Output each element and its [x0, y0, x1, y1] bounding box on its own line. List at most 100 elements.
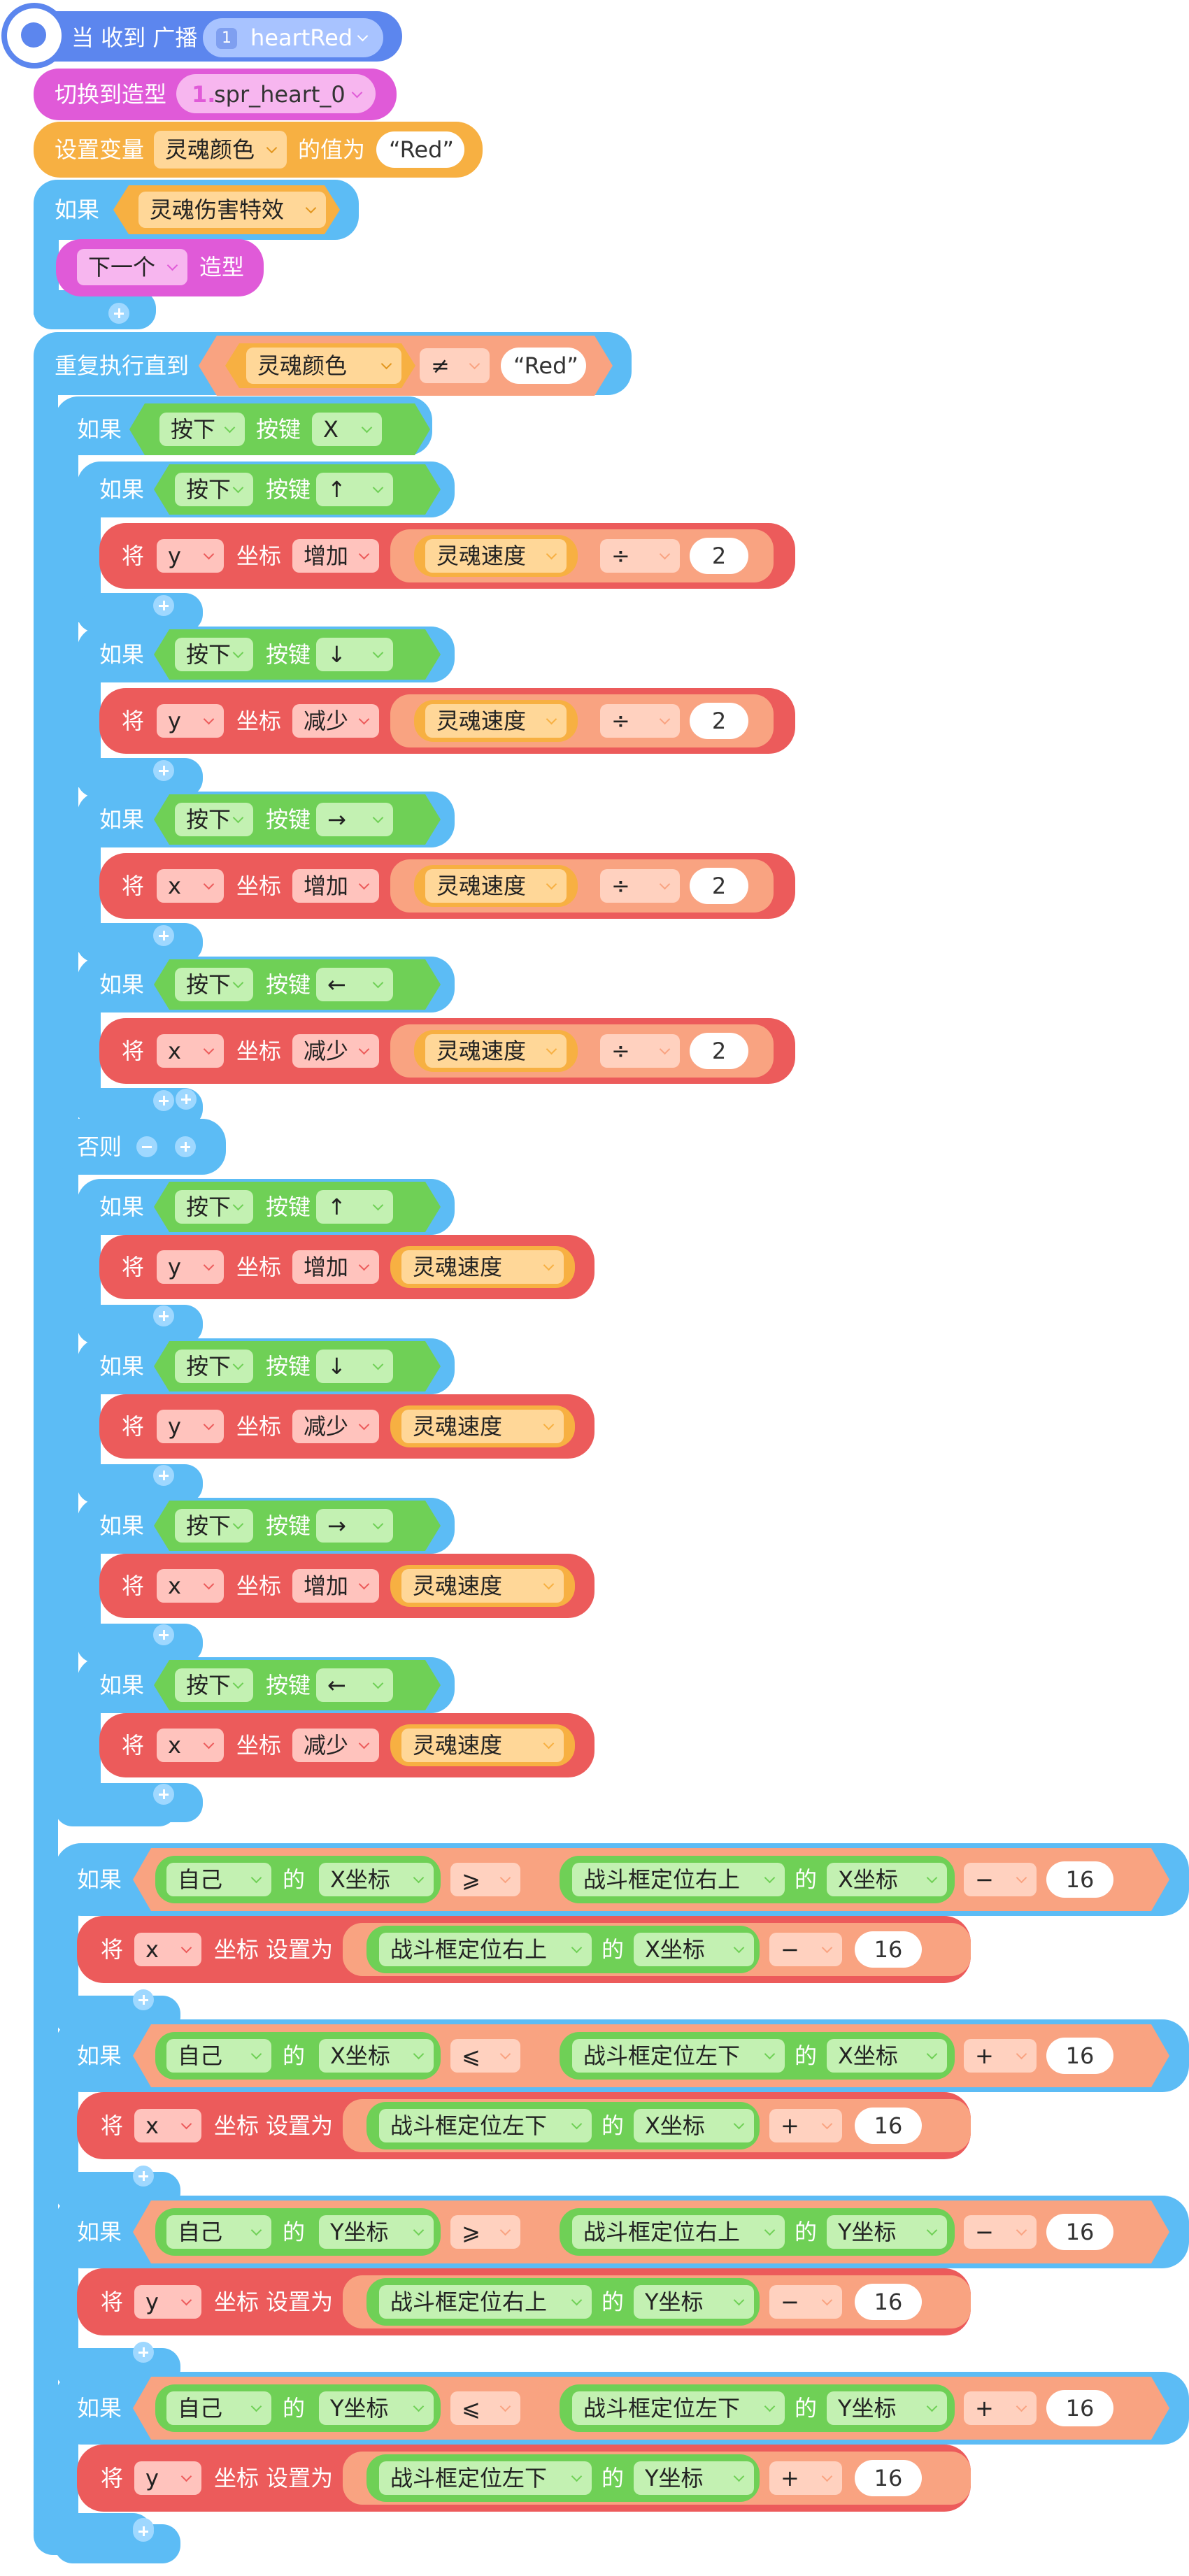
inner-if-1-condition-key-dropdown[interactable] [316, 638, 393, 671]
repeat-variable-dropdown[interactable] [246, 348, 401, 384]
change-coord-0-div-dropdown[interactable] [600, 539, 680, 573]
bound-if-0-self-prop-dropdown[interactable] [319, 1863, 434, 1896]
change-coord-2-axis-dropdown[interactable] [157, 869, 224, 903]
bound-if-0-num[interactable] [1046, 1861, 1113, 1898]
else-if-3-condition-press-dropdown[interactable] [175, 1668, 253, 1702]
change-coord-1-op-dropdown[interactable] [292, 704, 379, 738]
else-coord-0-axis-dropdown[interactable] [157, 1250, 224, 1284]
change-coord-1-num[interactable] [690, 703, 748, 739]
change-coord-1-div-dropdown[interactable] [600, 704, 680, 738]
bound-if-2-self-dropdown[interactable] [166, 2215, 271, 2249]
bound-if-1-num[interactable] [1046, 2038, 1113, 2074]
repeat-operator-dropdown[interactable] [420, 348, 490, 383]
else-coord-3-speed-dropdown[interactable] [401, 1729, 564, 1762]
else-coord-3-axis-dropdown[interactable] [157, 1729, 224, 1762]
bound-if-1-frame-prop-dropdown[interactable] [827, 2039, 947, 2073]
bound-if-2-op-dropdown[interactable] [964, 2215, 1037, 2249]
bound-if-2-frame-prop-dropdown[interactable] [827, 2215, 947, 2249]
bound-if-3-frame-prop-dropdown[interactable] [827, 2391, 947, 2425]
bound-if-2-self-prop-dropdown[interactable] [319, 2215, 434, 2249]
bound-if-3-op-dropdown[interactable] [964, 2391, 1037, 2425]
set-coord-0-op-dropdown[interactable] [769, 1933, 842, 1966]
else-if-0-add-button[interactable] [153, 1305, 174, 1326]
else-if-0-condition-key-dropdown[interactable] [316, 1190, 393, 1224]
change-coord-2-op-dropdown[interactable] [292, 869, 379, 903]
else-if-2-condition-key-dropdown[interactable] [316, 1509, 393, 1543]
bound-if-3-self-prop-dropdown[interactable] [319, 2391, 434, 2425]
inner-if-3-condition-key-dropdown[interactable] [316, 968, 393, 1001]
change-coord-2-speed-dropdown[interactable] [425, 869, 567, 903]
bound-if-3-self-dropdown[interactable] [166, 2391, 271, 2425]
bound-if-1-frame-dropdown[interactable] [572, 2039, 785, 2073]
set-coord-1-frame-prop-dropdown[interactable] [634, 2109, 754, 2142]
bound-if-0-cmp-dropdown[interactable] [450, 1863, 520, 1896]
set-var-variable-dropdown[interactable] [154, 131, 287, 169]
else-coord-2-axis-dropdown[interactable] [157, 1569, 224, 1603]
set-coord-3-frame-prop-dropdown[interactable] [634, 2461, 754, 2495]
set-coord-0-num[interactable] [855, 1931, 922, 1968]
bound-if-3-num[interactable] [1046, 2390, 1113, 2426]
set-coord-0-frame-dropdown[interactable] [379, 1933, 592, 1966]
else-coord-2-speed-dropdown[interactable] [401, 1569, 564, 1603]
else-coord-0-op-dropdown[interactable] [292, 1250, 379, 1284]
set-coord-1-axis-dropdown[interactable] [134, 2109, 201, 2142]
inner-if-2-condition-press-dropdown[interactable] [175, 803, 253, 836]
inner-if-0-condition-key-dropdown[interactable] [316, 473, 393, 506]
set-coord-2-frame-prop-dropdown[interactable] [634, 2285, 754, 2319]
next-costume-dropdown[interactable] [77, 249, 187, 285]
inner-if-1-add-button[interactable] [153, 760, 174, 781]
set-coord-3-num[interactable] [855, 2460, 922, 2496]
set-coord-1-frame-dropdown[interactable] [379, 2109, 592, 2142]
change-coord-3-axis-dropdown[interactable] [157, 1034, 224, 1068]
else-if-0-condition-press-dropdown[interactable] [175, 1190, 253, 1224]
repeat-value[interactable] [501, 348, 586, 384]
else-add-button[interactable] [175, 1136, 196, 1157]
else-if-2-add-button[interactable] [153, 1624, 174, 1645]
set-coord-0-frame-prop-dropdown[interactable] [634, 1933, 754, 1966]
inner-if-3-condition-press-dropdown[interactable] [175, 968, 253, 1001]
else-if-2-condition-press-dropdown[interactable] [175, 1509, 253, 1543]
bound-if-3-frame-dropdown[interactable] [572, 2391, 785, 2425]
repeat-add-button[interactable] [133, 2521, 154, 2542]
if-x-press-dropdown[interactable] [159, 413, 245, 446]
else-if-3-condition-key-dropdown[interactable] [316, 1668, 393, 1702]
else-if-1-condition-key-dropdown[interactable] [316, 1350, 393, 1383]
if-damage-condition-dropdown[interactable] [138, 192, 326, 228]
set-coord-2-frame-dropdown[interactable] [379, 2285, 592, 2319]
change-coord-0-op-dropdown[interactable] [292, 539, 379, 573]
change-coord-0-num[interactable] [690, 538, 748, 574]
inner-if-0-condition-press-dropdown[interactable] [175, 473, 253, 506]
if-x-branch-add-button[interactable] [176, 1089, 197, 1110]
inner-if-2-add-button[interactable] [153, 925, 174, 946]
else-coord-2-op-dropdown[interactable] [292, 1569, 379, 1603]
set-coord-1-op-dropdown[interactable] [769, 2109, 842, 2142]
inner-if-1-condition-press-dropdown[interactable] [175, 638, 253, 671]
bound-if-0-op-dropdown[interactable] [964, 1863, 1037, 1896]
set-coord-3-op-dropdown[interactable] [769, 2461, 842, 2495]
bound-if-0-add-button[interactable] [133, 1989, 154, 2010]
inner-if-3-add-button[interactable] [153, 1090, 174, 1111]
set-coord-0-axis-dropdown[interactable] [134, 1933, 201, 1966]
change-coord-3-num[interactable] [690, 1033, 748, 1069]
else-coord-3-op-dropdown[interactable] [292, 1729, 379, 1762]
else-coord-0-speed-dropdown[interactable] [401, 1250, 564, 1284]
change-coord-2-div-dropdown[interactable] [600, 869, 680, 903]
else-coord-1-speed-dropdown[interactable] [401, 1410, 564, 1443]
bound-if-1-add-button[interactable] [133, 2166, 154, 2187]
set-coord-3-axis-dropdown[interactable] [134, 2461, 201, 2495]
if-damage-add-button[interactable] [108, 303, 129, 324]
bound-if-2-frame-dropdown[interactable] [572, 2215, 785, 2249]
bound-if-1-cmp-dropdown[interactable] [450, 2039, 520, 2073]
change-coord-0-speed-dropdown[interactable] [425, 539, 567, 573]
change-coord-3-op-dropdown[interactable] [292, 1034, 379, 1068]
bound-if-0-frame-prop-dropdown[interactable] [827, 1863, 947, 1896]
set-coord-3-frame-dropdown[interactable] [379, 2461, 592, 2495]
bound-if-3-cmp-dropdown[interactable] [450, 2391, 520, 2425]
set-coord-1-num[interactable] [855, 2108, 922, 2144]
bound-if-0-self-dropdown[interactable] [166, 1863, 271, 1896]
bound-if-1-self-dropdown[interactable] [166, 2039, 271, 2073]
inner-if-0-add-button[interactable] [153, 595, 174, 616]
else-if-1-condition-press-dropdown[interactable] [175, 1350, 253, 1383]
change-coord-3-div-dropdown[interactable] [600, 1034, 680, 1068]
if-x-key-dropdown[interactable] [312, 413, 382, 446]
